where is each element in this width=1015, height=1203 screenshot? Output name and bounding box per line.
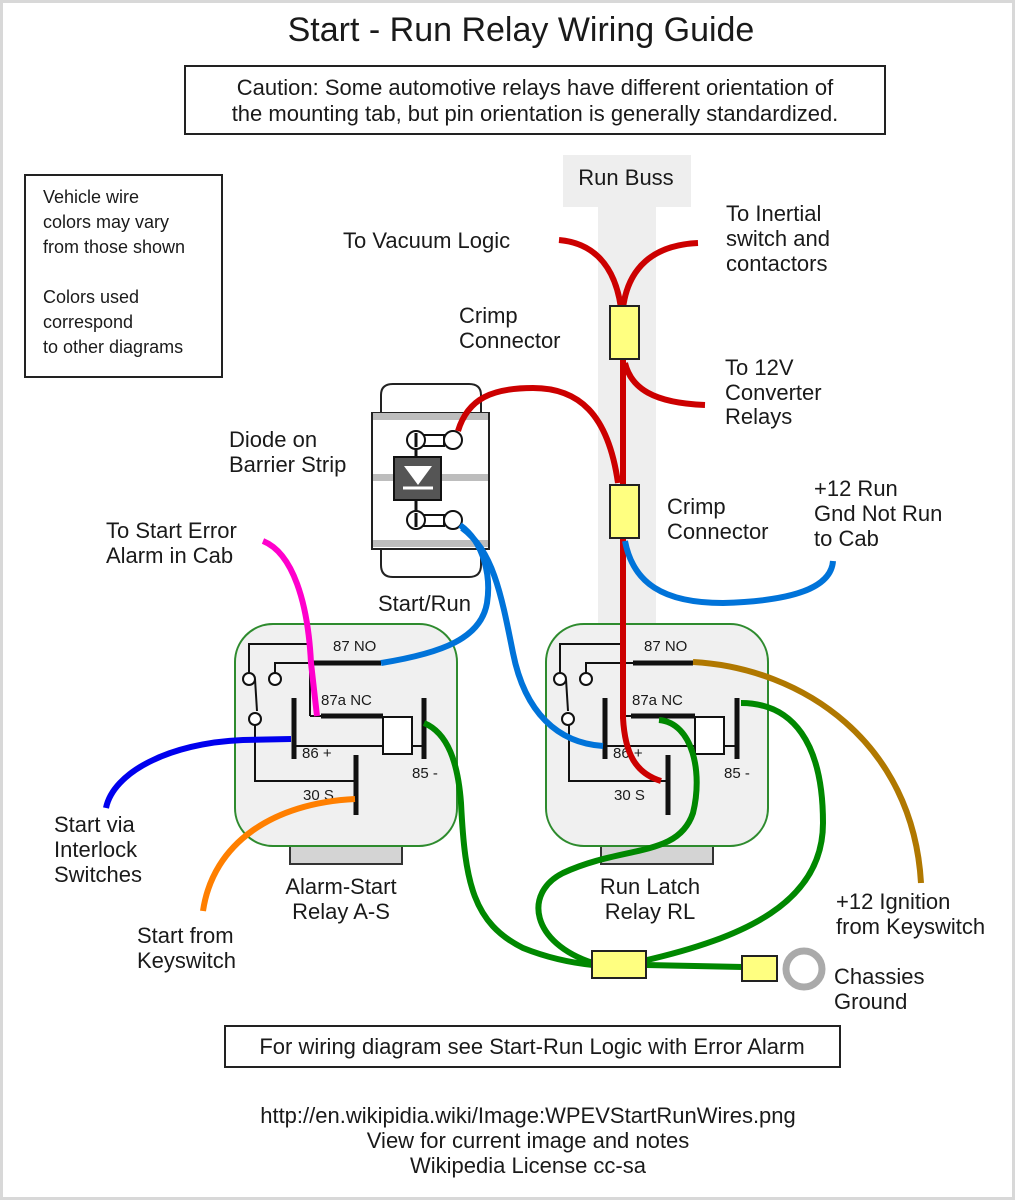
diode-barrier-strip <box>371 383 490 578</box>
label-crimp-connector: Crimp <box>667 494 726 519</box>
label-start-error: Alarm in Cab <box>106 543 233 568</box>
pin-87-no: 87 NO <box>644 638 687 655</box>
credit-url[interactable]: http://en.wikipidia.wiki/Image:WPEVStart… <box>260 1103 796 1128</box>
wiring-diagram: Start - Run Relay Wiring Guide Caution: … <box>24 11 985 1178</box>
blue-wire-run-to-cab <box>622 540 836 607</box>
note-line: Vehicle wire <box>43 187 139 207</box>
chassis-ground-ring-icon <box>782 947 826 991</box>
label-start-interlock: Interlock <box>54 837 138 862</box>
footer-reference-box: For wiring diagram see Start-Run Logic w… <box>224 1025 841 1068</box>
pin-30-s: 30 S <box>614 787 645 804</box>
magenta-wire-error-alarm <box>261 538 320 717</box>
relay-name: Run Latch <box>600 874 700 899</box>
relay-name: Alarm-Start <box>285 874 396 899</box>
green-wire-ground-trunk <box>645 962 744 970</box>
coil <box>694 716 725 755</box>
label-run-gnd: to Cab <box>814 526 879 551</box>
alarm-start-relay: 87 NO 87a NC 86 + 85 - 30 S Alarm-Start … <box>234 623 458 924</box>
relay-name: Relay RL <box>605 899 695 924</box>
pin-85-neg: 85 - <box>724 765 750 782</box>
label-to-12v-converter: Converter <box>725 380 822 405</box>
note-line: colors may vary <box>43 212 169 232</box>
blue-wire-interlock <box>103 736 292 809</box>
caution-box: Caution: Some automotive relays have dif… <box>184 65 886 135</box>
coil <box>382 716 413 755</box>
pin-87-no: 87 NO <box>333 638 376 655</box>
crimp-connector <box>609 305 640 360</box>
label-crimp-connector: Connector <box>667 519 769 544</box>
pin-87a-nc: 87a NC <box>632 692 683 709</box>
green-wire-rl-85-ground <box>642 700 827 964</box>
note-line: correspond <box>43 312 133 332</box>
ground-crimp-connector <box>741 955 778 982</box>
blue-wire-diode-to-rl-86 <box>460 525 604 749</box>
label-start-keyswitch: Keyswitch <box>137 948 236 973</box>
relay-name: Relay A-S <box>292 899 390 924</box>
pin-87a-nc: 87a NC <box>321 692 372 709</box>
red-wire-12v-converter <box>622 362 706 408</box>
red-wire-vacuum-logic <box>558 237 624 309</box>
label-start-interlock: Switches <box>54 862 142 887</box>
label-start-interlock: Start via <box>54 812 135 837</box>
red-wire-inertial <box>620 240 699 309</box>
relay-housing <box>234 623 458 847</box>
label-ignition: from Keyswitch <box>836 914 985 939</box>
label-run-gnd: +12 Run <box>814 476 898 501</box>
label-start-error: To Start Error <box>106 518 237 543</box>
crimp-connector <box>609 484 640 539</box>
label-to-inertial: contactors <box>726 251 828 276</box>
wires <box>103 237 924 970</box>
label-to-vacuum-logic: To Vacuum Logic <box>343 228 510 253</box>
orange-wire-keyswitch <box>200 796 356 912</box>
label-crimp-connector: Crimp <box>459 303 518 328</box>
page-title: Start - Run Relay Wiring Guide <box>288 11 755 49</box>
green-wire-rl-87a-ground <box>535 717 700 966</box>
footer-reference-text: For wiring diagram see Start-Run Logic w… <box>259 1034 804 1059</box>
run-latch-relay: 87 NO 87a NC 86 + 85 - 30 S Run Latch Re… <box>545 623 769 924</box>
note-line: Colors used <box>43 287 139 307</box>
label-to-12v-converter: To 12V <box>725 355 794 380</box>
mounting-tab <box>289 845 403 865</box>
label-chassis-ground: Ground <box>834 989 907 1014</box>
label-to-inertial: switch and <box>726 226 830 251</box>
label-to-12v-converter: Relays <box>725 404 792 429</box>
label-diode: Barrier Strip <box>229 452 346 477</box>
label-to-inertial: To Inertial <box>726 201 821 226</box>
note-line: from those shown <box>43 237 185 257</box>
red-wire-buss-to-rl-30 <box>620 538 662 784</box>
credit-license: Wikipedia License cc-sa <box>410 1153 647 1178</box>
note-line: to other diagrams <box>43 337 183 357</box>
red-wire-diode-to-buss <box>455 384 621 484</box>
run-buss-label: Run Buss <box>578 165 673 190</box>
label-run-gnd: Gnd Not Run <box>814 501 942 526</box>
ground-crimp-connector <box>591 950 647 979</box>
label-start-run: Start/Run <box>378 591 471 616</box>
label-chassis-ground: Chassies <box>834 964 924 989</box>
caution-line-1: Caution: Some automotive relays have dif… <box>237 75 834 100</box>
label-crimp-connector: Connector <box>459 328 561 353</box>
pin-86-pos: 86 + <box>302 745 332 762</box>
label-diode: Diode on <box>229 427 317 452</box>
green-wire-as-85-ground <box>422 720 594 968</box>
caution-line-2: the mounting tab, but pin orientation is… <box>232 101 839 126</box>
brown-wire-ignition <box>692 659 924 884</box>
label-start-keyswitch: Start from <box>137 923 234 948</box>
wire-color-note-box: Vehicle wire colors may vary from those … <box>24 174 223 378</box>
credit-note: View for current image and notes <box>367 1128 689 1153</box>
label-ignition: +12 Ignition <box>836 889 950 914</box>
pin-85-neg: 85 - <box>412 765 438 782</box>
